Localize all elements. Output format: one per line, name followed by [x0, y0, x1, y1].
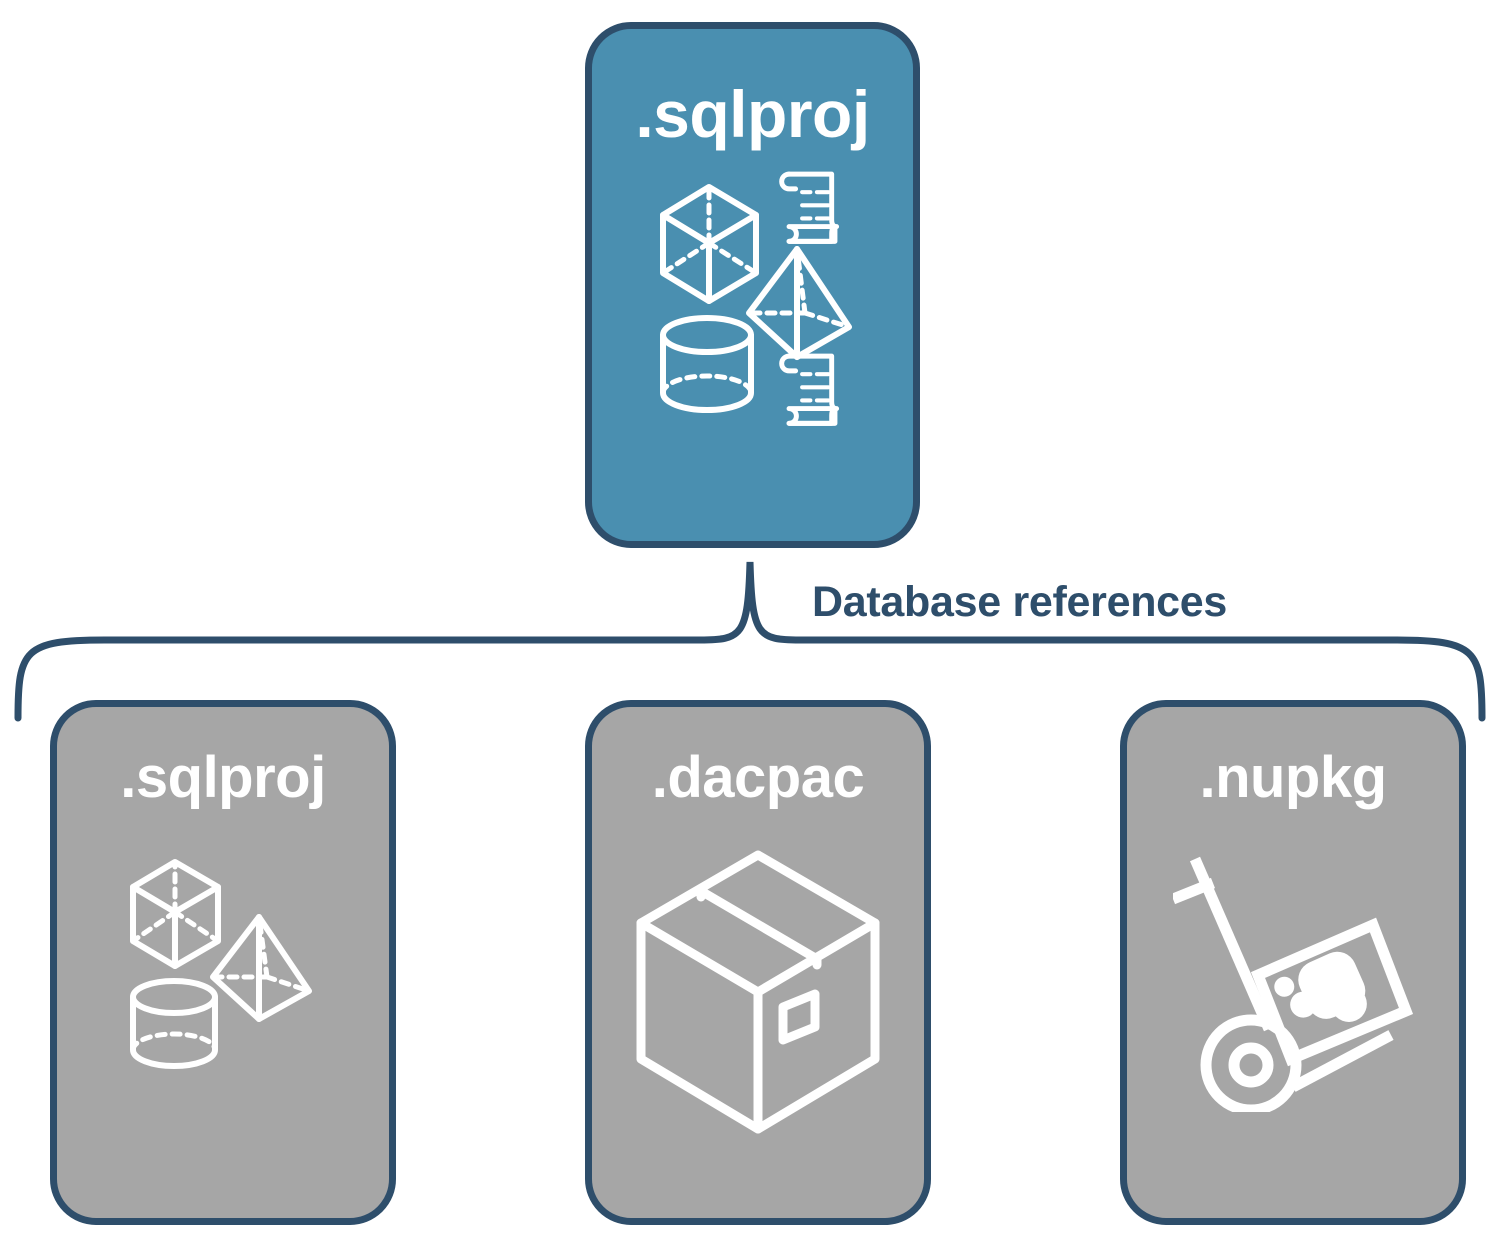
scroll-icon-1 [778, 171, 839, 244]
database-objects-icon-wrapper [592, 167, 913, 437]
node-sqlproj-root[interactable]: .sqlproj [585, 22, 920, 548]
node-nupkg-reference-label: .nupkg [1199, 745, 1387, 810]
node-sqlproj-reference[interactable]: .sqlproj [50, 700, 396, 1225]
database-objects-icon [659, 171, 852, 426]
nuget-glyph-icon [1274, 951, 1367, 1022]
database-references-label: Database references [812, 578, 1227, 626]
node-sqlproj-root-label: .sqlproj [635, 77, 870, 151]
hand-truck-package-icon [1173, 856, 1413, 1112]
scroll-icon-2 [778, 353, 839, 426]
hand-truck-package-icon-wrapper [1127, 847, 1459, 1112]
node-dacpac-reference-label: .dacpac [651, 745, 865, 810]
database-objects-icon-wrapper [57, 847, 389, 1077]
package-box-icon-wrapper [592, 847, 924, 1137]
node-nupkg-reference[interactable]: .nupkg [1120, 700, 1466, 1225]
node-sqlproj-reference-label: .sqlproj [120, 745, 326, 810]
database-objects-icon [130, 859, 312, 1069]
package-box-icon [636, 850, 880, 1134]
node-dacpac-reference[interactable]: .dacpac [585, 700, 931, 1225]
